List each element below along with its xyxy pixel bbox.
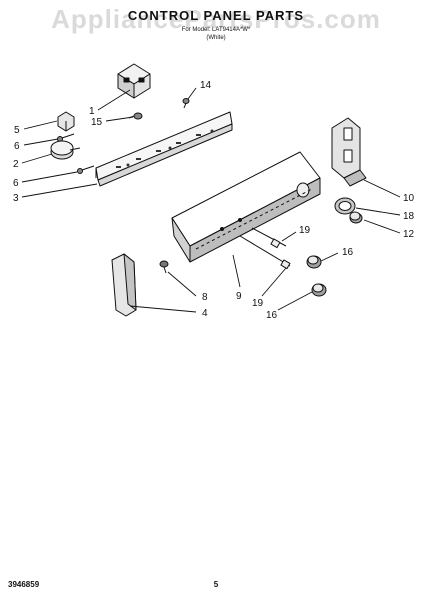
callout-19-upper: 19	[299, 225, 311, 236]
part-screw-8	[159, 260, 169, 274]
callout-14: 14	[200, 80, 212, 91]
part-connector-block	[117, 63, 151, 99]
leader-lines	[21, 87, 401, 313]
model-number: For Model: LAT9414A*W*	[181, 27, 251, 33]
callout-labels: 1 14 15 5 6 2 6 3 10 18 12 19 16 8 9 19 …	[13, 80, 415, 321]
callout-4: 4	[202, 308, 208, 319]
callout-16-upper: 16	[342, 247, 354, 258]
callout-16-lower: 16	[266, 310, 278, 321]
callout-18: 18	[403, 211, 415, 222]
callout-12: 12	[403, 229, 415, 240]
part-console-panel	[171, 151, 321, 263]
part-knob-12	[349, 211, 363, 224]
color-label: (White)	[206, 35, 226, 41]
part-switch	[57, 111, 75, 132]
callout-5: 5	[14, 125, 20, 136]
part-screw-6-lower	[77, 165, 95, 174]
page-title: CONTROL PANEL PARTS	[127, 8, 305, 23]
page-number: 5	[213, 580, 219, 589]
part-timer	[50, 140, 81, 160]
part-left-end-cap	[111, 253, 137, 317]
callout-15: 15	[91, 117, 103, 128]
callout-6-upper: 6	[14, 141, 20, 152]
callout-10: 10	[403, 193, 415, 204]
part-shaft-19-lower	[239, 235, 291, 270]
part-knob-16-lower	[311, 283, 327, 297]
part-screw-6-upper	[57, 133, 75, 142]
callout-9: 9	[236, 291, 242, 302]
part-screw-15	[128, 112, 143, 120]
part-number: 3946859	[8, 580, 40, 589]
part-right-end-cap	[331, 117, 367, 187]
callout-6-lower: 6	[13, 178, 19, 189]
part-shaft-19-upper	[251, 227, 287, 249]
callout-1: 1	[89, 106, 95, 117]
callout-3: 3	[13, 193, 19, 204]
callout-2: 2	[13, 159, 19, 170]
callout-8: 8	[202, 292, 208, 303]
part-bezel-ring	[334, 197, 356, 215]
part-screw-14	[182, 98, 190, 109]
callout-19-lower: 19	[252, 298, 264, 309]
part-knob-16-upper	[306, 255, 322, 269]
part-console-bracket	[95, 111, 233, 187]
